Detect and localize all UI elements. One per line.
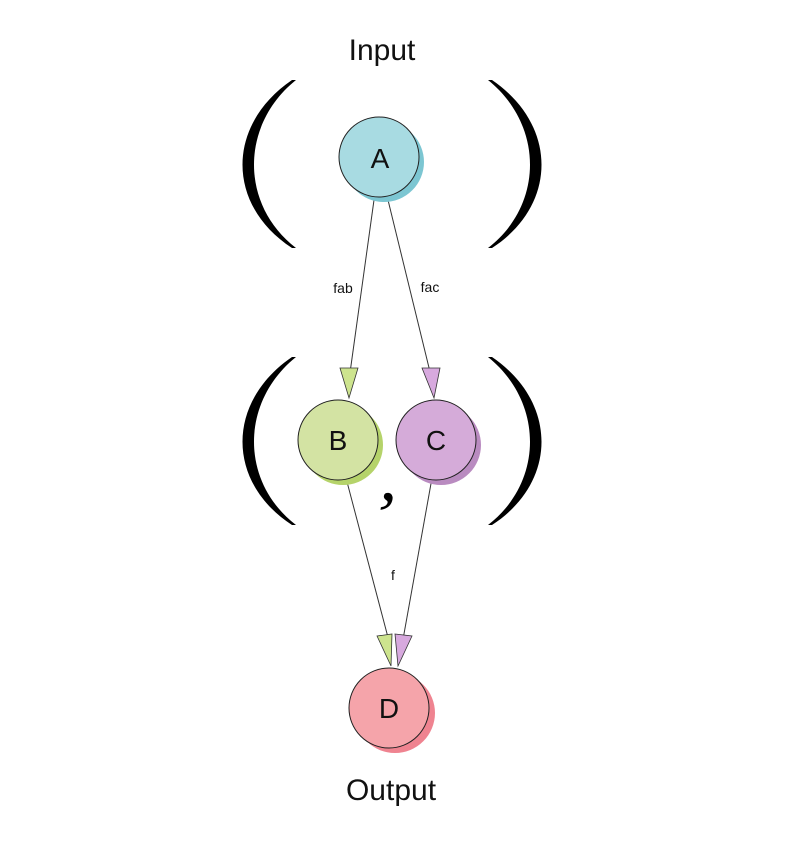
node-d-label: D	[379, 693, 399, 724]
edge-label-f: f	[391, 567, 395, 583]
output-label: Output	[346, 774, 437, 807]
arrowhead-d-from-c	[394, 633, 413, 668]
left-paren-bottom	[242, 357, 296, 525]
edge-b-to-d	[345, 477, 391, 646]
node-b: B	[297, 399, 383, 485]
arrowhead-d-from-b	[376, 633, 393, 667]
edge-a-to-c	[387, 199, 433, 381]
arrowhead-c	[421, 367, 441, 400]
node-c-label: C	[426, 425, 446, 456]
node-a: A	[338, 116, 424, 202]
edge-a-to-b	[348, 199, 375, 381]
edge-label-fab: fab	[333, 280, 353, 296]
edge-c-to-d	[401, 477, 433, 646]
node-a-body	[338, 116, 420, 198]
node-c: C	[395, 399, 481, 485]
node-a-label: A	[371, 143, 390, 174]
node-d-body	[348, 667, 430, 749]
node-b-label: B	[329, 425, 348, 456]
right-paren-top	[488, 80, 542, 248]
edge-label-fac: fac	[421, 279, 440, 295]
left-paren-top	[242, 80, 296, 248]
input-label: Input	[349, 34, 416, 67]
right-paren-bottom	[488, 357, 542, 525]
node-d: D	[348, 667, 435, 753]
node-c-body	[395, 399, 477, 481]
node-b-body	[297, 399, 379, 481]
arrowhead-b	[339, 367, 359, 400]
